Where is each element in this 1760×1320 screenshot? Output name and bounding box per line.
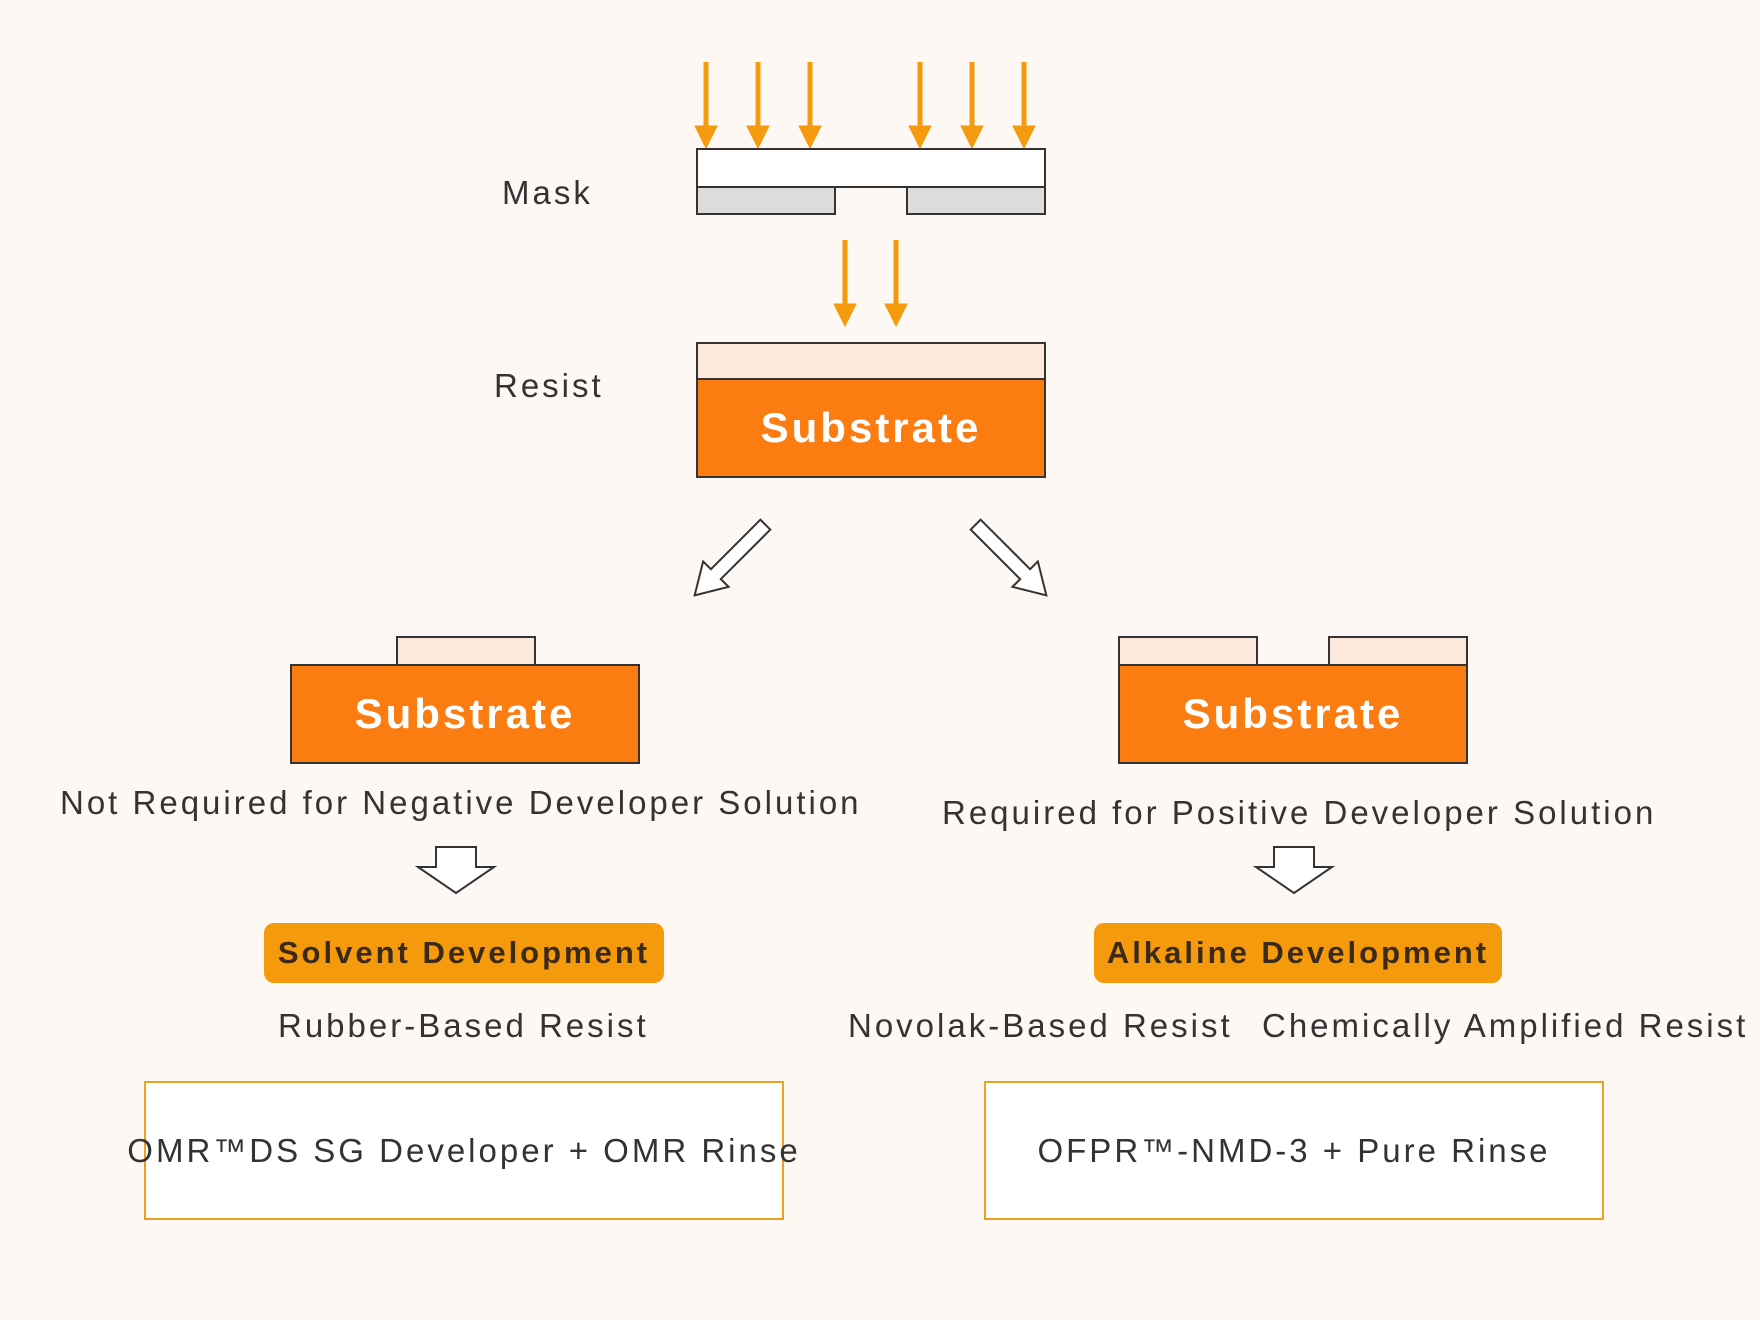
- light-arrow-icon: [798, 62, 822, 150]
- light-arrow-icon: [884, 240, 908, 328]
- negative-wafer: [290, 636, 640, 764]
- novolak-based-resist-label: Novolak-Based Resist: [848, 1007, 1233, 1044]
- chemically-amplified-resist-label: Chemically Amplified Resist: [1262, 1007, 1749, 1044]
- light-arrow-icon: [960, 62, 984, 150]
- alkaline-development-badge: Alkaline Development: [1094, 923, 1502, 983]
- negative-product-box: OMR™DS SG Developer + OMR Rinse: [127, 1081, 798, 1220]
- substrate-label-positive: Substrate: [1182, 690, 1404, 737]
- block-arrow-down-icon: [1252, 846, 1336, 895]
- light-arrow-icon: [694, 62, 718, 150]
- rubber-based-resist-label: Rubber-Based Resist: [278, 1007, 649, 1044]
- solvent-development-badge: Solvent Development: [264, 923, 664, 983]
- diagonal-arrow-left-icon: [693, 518, 772, 597]
- top-wafer: [696, 342, 1046, 478]
- diagonal-arrow-right-icon: [969, 518, 1048, 597]
- resist-label: Resist: [494, 367, 604, 404]
- light-arrow-icon: [746, 62, 770, 150]
- substrate-label-negative: Substrate: [354, 690, 576, 737]
- positive-product-box: OFPR™-NMD-3 + Pure Rinse: [984, 1081, 1604, 1220]
- light-arrow-icon: [1012, 62, 1036, 150]
- light-arrows-top: [694, 62, 1036, 150]
- block-arrow-down-icon: [414, 846, 498, 895]
- light-arrows-transmitted: [833, 240, 908, 328]
- positive-wafer: [1118, 636, 1468, 764]
- substrate-label-top: Substrate: [760, 404, 982, 451]
- light-arrow-icon: [908, 62, 932, 150]
- mask-graphic: [696, 148, 1046, 215]
- positive-caption: Required for Positive Developer Solution: [942, 794, 1657, 831]
- mask-label: Mask: [502, 174, 593, 211]
- negative-caption: Not Required for Negative Developer Solu…: [60, 784, 862, 821]
- light-arrow-icon: [833, 240, 857, 328]
